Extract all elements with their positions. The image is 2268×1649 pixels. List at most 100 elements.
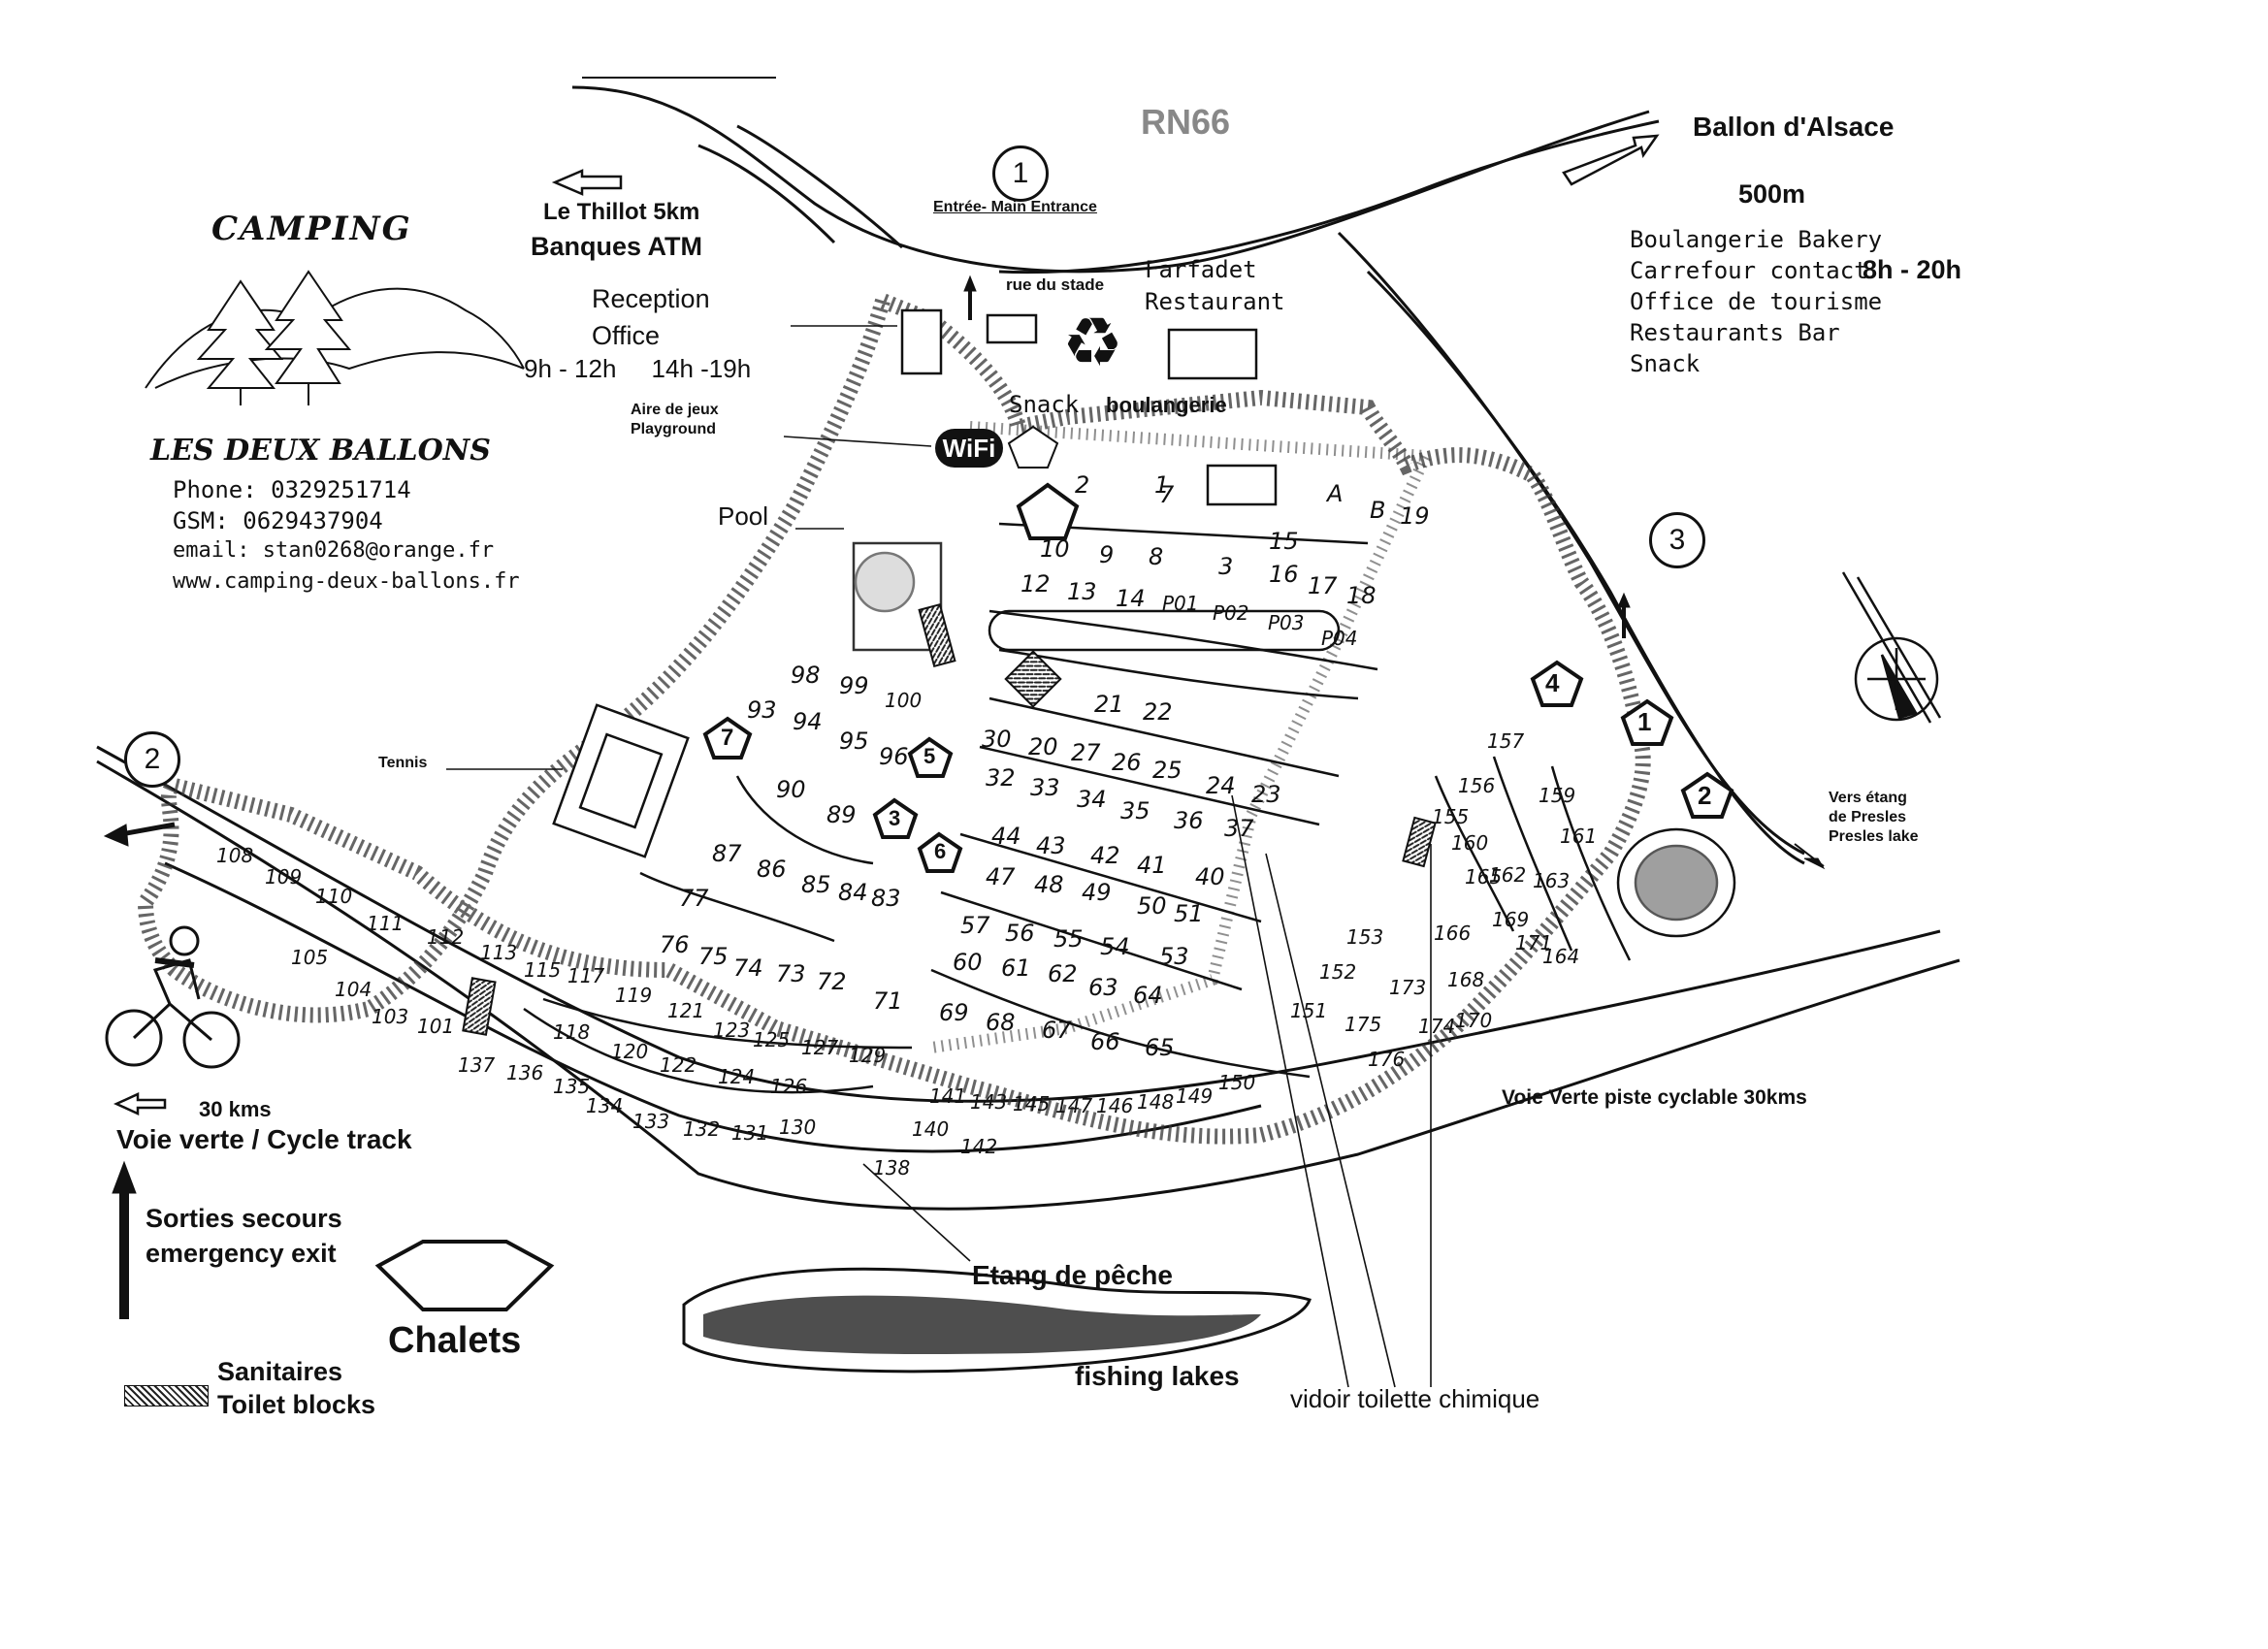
plot-number: 84 [838,879,868,906]
plot-number: 23 [1251,781,1281,808]
plot-number: 111 [367,912,405,935]
plot-number: 77 [679,885,709,912]
plot-number: 64 [1133,982,1163,1009]
plot-number: 10 [1040,535,1070,563]
reception-line1: Reception [592,284,710,313]
plot-number: 149 [1176,1084,1214,1108]
plot-number: 73 [776,960,806,987]
plot-number: 41 [1137,852,1167,879]
plot-number: 117 [567,964,605,987]
legend-exit-line1: Sorties secours [146,1204,342,1233]
plot-number: 142 [960,1135,998,1158]
plot-number: 57 [960,912,990,939]
plot-number: 48 [1034,871,1064,898]
farfadet-line1: Farfadet [1145,256,1257,283]
plot-number: 99 [839,672,869,699]
plot-number: 89 [826,801,857,828]
plot-number: 87 [712,840,742,867]
plot-number: 110 [315,885,353,908]
plot-number: 168 [1447,968,1485,991]
plot-number: 40 [1195,863,1225,890]
plot-number: 18 [1346,582,1377,609]
playground-line2: Playground [631,421,717,437]
plot-number: 175 [1345,1013,1382,1036]
chemical-toilet-disposal: vidoir toilette chimique [1290,1384,1540,1413]
legend-toilets-line1: Sanitaires [217,1357,343,1386]
plot-number: P03 [1268,611,1305,634]
plot-number: 174 [1418,1015,1456,1038]
plot-number: 108 [216,844,254,867]
fishing-pond [682,1267,1312,1374]
plot-number: 20 [1028,733,1058,760]
ballon-title: Ballon d'Alsace [1693,112,1895,142]
reception-hours: 9h - 12h 14h -19h [524,354,752,383]
plot-number: 76 [660,931,690,958]
plot-number: A [1327,480,1344,507]
plot-number: P04 [1321,627,1358,650]
plot-number: 123 [713,1018,751,1042]
plot-number: 94 [793,708,823,735]
plot-number: 150 [1218,1071,1256,1094]
plot-number: 8 [1149,543,1164,570]
plot-number: 103 [372,1005,409,1028]
cycle-track-label: Voie verte / Cycle track [116,1124,412,1154]
gsm: GSM: 0629437904 [173,507,383,534]
plot-number: 32 [986,764,1016,792]
plot-number: 21 [1094,691,1124,718]
plot-number: 95 [839,728,869,755]
plot-number: 68 [986,1009,1016,1036]
plot-number: 130 [779,1116,817,1139]
plot-number: 65 [1145,1034,1175,1061]
snack-label: Snack [1009,391,1080,418]
plot-number: 63 [1088,974,1118,1001]
plot-number: 24 [1206,772,1236,799]
plot-number: 134 [586,1094,624,1117]
website: www.camping-deux-ballons.fr [173,569,520,594]
plot-number: 71 [873,987,903,1015]
ballon-item: Snack [1630,350,1701,377]
plot-number: 145 [1013,1092,1051,1116]
direction-left-line2: Banques ATM [531,232,703,261]
arrows [103,275,1826,1319]
plot-number: 163 [1533,869,1571,892]
plot-number: 44 [991,823,1021,850]
plot-number: 61 [1001,954,1031,982]
plot-number: 120 [611,1040,649,1063]
plot-number: 67 [1042,1017,1072,1044]
plot-number: 27 [1071,739,1101,766]
chalet-markers [374,425,1734,1311]
plot-number: 85 [801,871,831,898]
plot-number: 17 [1308,572,1338,599]
plot-number: 7 [1159,481,1175,508]
plot-number: 98 [791,662,821,689]
playground-line1: Aire de jeux [631,402,719,418]
voie-verte-label: Voie Verte piste cyclable 30kms [1502,1086,1807,1109]
plot-number: 93 [747,696,777,724]
plot-number: 151 [1290,999,1328,1022]
farfadet-line2: Restaurant [1145,288,1285,315]
plot-number: 155 [1432,805,1470,828]
plot-number: 148 [1137,1090,1175,1114]
plot-number: 133 [632,1110,670,1133]
campsite-title-line1: CAMPING [211,210,412,248]
plot-number: 66 [1090,1028,1120,1055]
plot-number: 16 [1269,561,1299,588]
pool-label: Pool [718,501,769,531]
plot-number: 3 [1218,553,1234,580]
plot-number: 118 [553,1020,591,1044]
plot-number: P01 [1162,592,1199,615]
plot-number: 136 [506,1061,544,1084]
plot-number: 42 [1090,842,1120,869]
plot-number: 162 [1489,863,1527,887]
chalet-number: 7 [721,725,734,751]
ballon-item: Restaurants Bar [1630,319,1840,346]
plot-number: 132 [683,1117,721,1141]
plot-number: 36 [1174,807,1204,834]
plot-number: 100 [885,689,923,712]
entrance-label: Entrée- Main Entrance [933,199,1097,215]
outline-arrows [113,134,1660,1116]
plot-number: 30 [982,726,1012,753]
plot-number: 141 [929,1084,967,1108]
cyclist-icon [105,925,241,1069]
